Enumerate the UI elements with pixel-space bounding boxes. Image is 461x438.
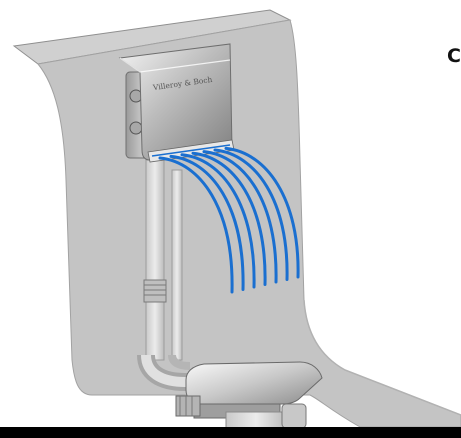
figure-label: C [447,47,461,66]
bottom-bar [0,427,461,438]
